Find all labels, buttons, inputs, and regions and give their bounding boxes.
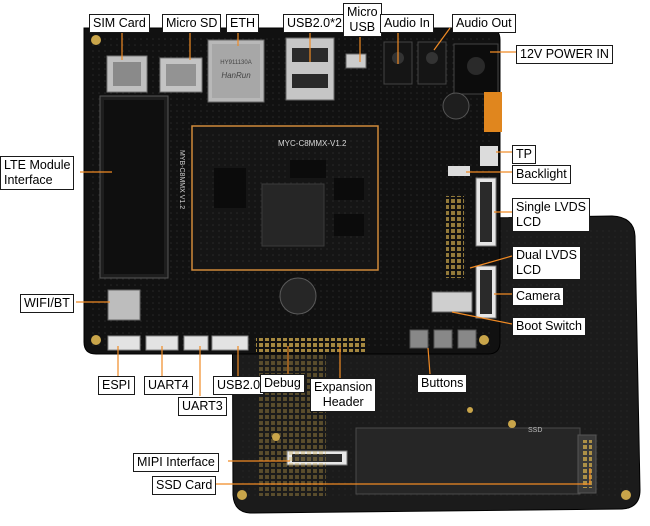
ssd-silk: SSD [528, 427, 542, 434]
label-usb20: USB2.0 [213, 376, 265, 395]
som-name: MYC-C8MMX-V1.2 [278, 139, 347, 148]
label-uart4: UART4 [144, 376, 193, 395]
board-name: MYB-C8MMX V1.2 [178, 150, 185, 209]
button-c [457, 329, 477, 349]
leader-lines [76, 27, 591, 485]
label-audio-in: Audio In [380, 14, 434, 33]
label-eth: ETH [226, 14, 259, 33]
backlight-connector [448, 166, 470, 176]
lower-header-pins [258, 346, 326, 496]
expansion-header [256, 338, 366, 352]
dual-lvds-header [446, 196, 464, 278]
label-sim-card: SIM Card [89, 14, 150, 33]
boot-switch-block [431, 291, 473, 313]
mount-hole [621, 490, 631, 500]
espi-connector [107, 335, 141, 351]
wifi-module [107, 289, 141, 321]
som-processor [261, 183, 325, 247]
label-uart3: UART3 [178, 397, 227, 416]
label-camera: Camera [512, 287, 565, 306]
label-debug: Debug [260, 374, 305, 393]
button-b [433, 329, 453, 349]
button-a [409, 329, 429, 349]
label-espi: ESPI [98, 376, 135, 395]
mount-hole [508, 420, 516, 428]
label-tp: TP [512, 145, 536, 164]
label-wifi-bt: WIFI/BT [20, 294, 74, 313]
label-audio-out: Audio Out [452, 14, 516, 33]
label-boot-switch: Boot Switch [512, 317, 587, 336]
orange-connector [484, 92, 502, 132]
mount-hole [467, 407, 473, 413]
mount-hole [237, 490, 247, 500]
eth-brand: HanRun [221, 71, 251, 80]
ssd-connector-pins [582, 440, 592, 488]
coin-cell [279, 277, 317, 315]
mount-hole [479, 335, 489, 345]
label-backlight: Backlight [512, 165, 571, 184]
tp-connector [480, 146, 498, 166]
label-micro-sd: Micro SD [162, 14, 222, 33]
eth-part: HY911130A [220, 60, 251, 66]
label-power-in: 12V POWER IN [516, 45, 613, 64]
micro-usb-port [345, 53, 367, 69]
label-buttons: Buttons [417, 374, 468, 393]
label-ssd-card: SSD Card [152, 476, 217, 495]
label-mipi-interface: MIPI Interface [133, 453, 219, 472]
mount-hole [91, 335, 101, 345]
uart3-connector [183, 335, 209, 351]
mount-hole [91, 35, 101, 45]
usb20-connector [211, 335, 249, 351]
label-usb20x2: USB2.0*2 [283, 14, 346, 33]
capacitor [442, 92, 470, 120]
ssd-slot [355, 427, 581, 495]
